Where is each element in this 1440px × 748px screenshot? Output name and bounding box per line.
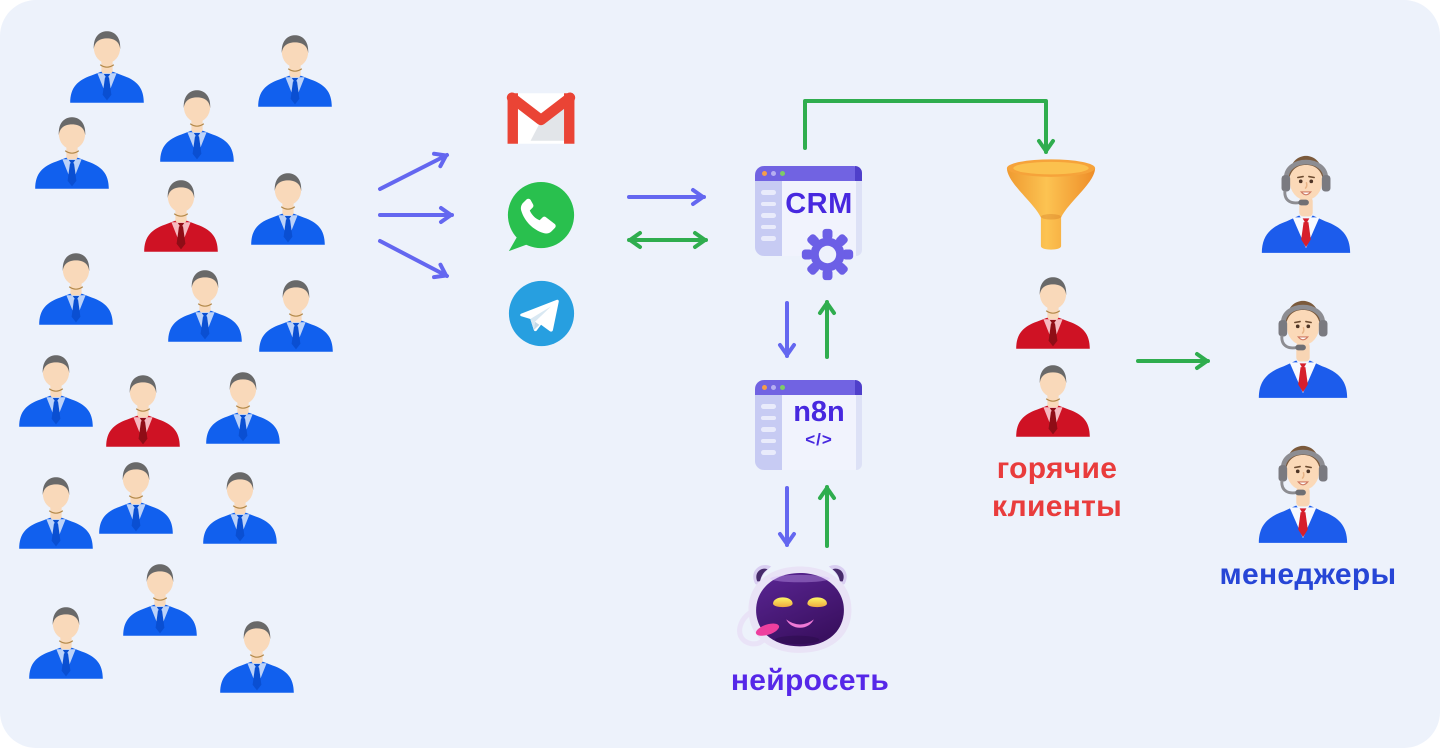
window-dot-green xyxy=(780,385,785,390)
crm-label: CRM xyxy=(785,188,853,220)
crm-titlebar xyxy=(755,166,862,181)
titlebar-edge xyxy=(855,166,862,181)
neural-network-label: нейросеть xyxy=(730,664,890,697)
n8n-window: n8n </> xyxy=(755,380,862,470)
crm-window: CRM xyxy=(755,166,862,256)
hot-clients-label-line2: клиенты xyxy=(991,490,1123,523)
code-icon: </> xyxy=(805,430,833,449)
window-dot-purple xyxy=(771,385,776,390)
hot-clients-label: горячие клиенты xyxy=(957,450,1157,526)
managers-label: менеджеры xyxy=(1219,558,1397,591)
hot-clients-label-line1: горячие xyxy=(996,452,1118,485)
window-dot-orange xyxy=(762,385,767,390)
n8n-label: n8n xyxy=(793,396,845,428)
manager-with-headset-icon xyxy=(1255,441,1351,543)
crm-sidebar xyxy=(755,181,782,256)
n8n-titlebar xyxy=(755,380,862,395)
window-dot-purple xyxy=(771,171,776,176)
window-dot-green xyxy=(780,171,785,176)
n8n-sidebar xyxy=(755,395,782,470)
titlebar-edge xyxy=(855,380,862,395)
window-dot-orange xyxy=(762,171,767,176)
manager-with-headset-icon xyxy=(1258,151,1354,253)
manager-with-headset-icon xyxy=(1255,296,1351,398)
